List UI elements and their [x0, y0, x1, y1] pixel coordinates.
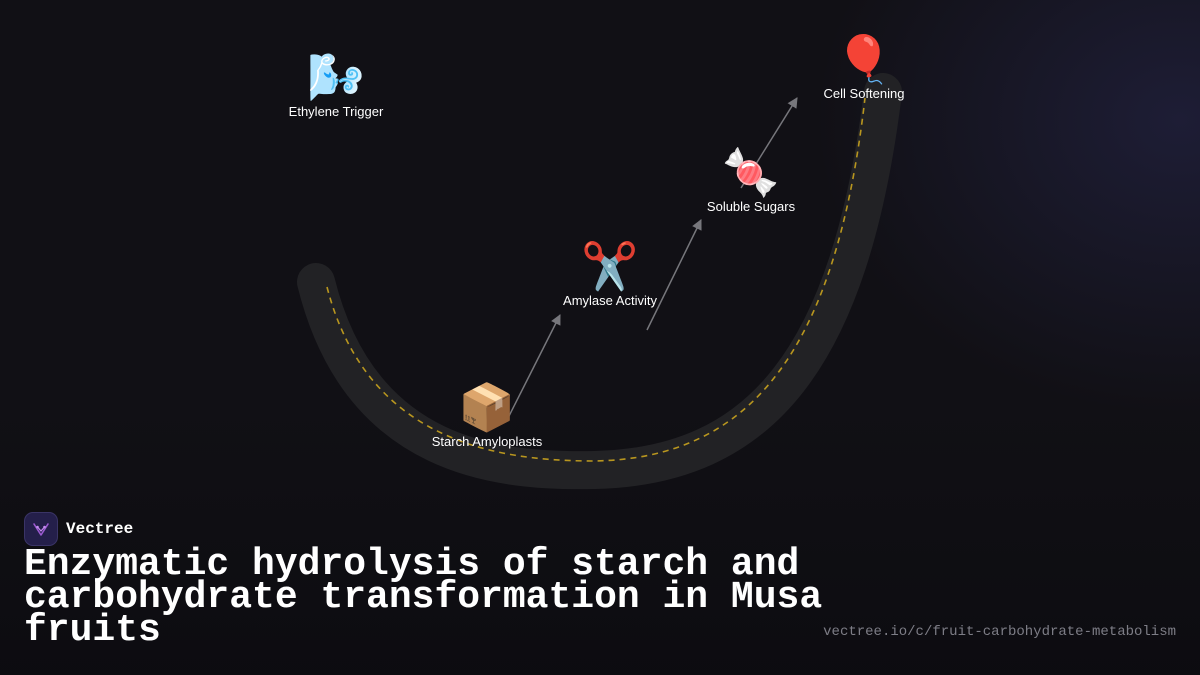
vectree-logo-icon [24, 512, 58, 546]
node-ethylene-trigger: 🌬️ Ethylene Trigger [289, 50, 384, 119]
node-amylase-activity: ✂️ Amylase Activity [563, 239, 657, 308]
road-curve [297, 73, 902, 490]
node-label: Starch Amyloplasts [431, 434, 543, 449]
scissors-icon: ✂️ [581, 239, 639, 293]
node-label: Ethylene Trigger [288, 104, 384, 119]
balloon-icon: 🎈 [835, 32, 893, 86]
source-url: vectree.io/c/fruit-carbohydrate-metaboli… [823, 624, 1176, 640]
arrow-starch-to-amylase [506, 314, 561, 421]
arrow-amylase-to-sugars [646, 219, 702, 331]
arrow-sugars-to-cell [740, 97, 798, 189]
node-label: Cell Softening [823, 86, 905, 101]
brand-name: Vectree [66, 520, 134, 538]
page-title: Enzymatic hydrolysis of starch and carbo… [24, 543, 823, 652]
node-label: Amylase Activity [563, 293, 657, 308]
node-label: Soluble Sugars [706, 199, 796, 214]
road-center-dash [326, 97, 866, 462]
package-icon: 📦 [458, 380, 516, 434]
wind-face-icon: 🌬️ [307, 50, 365, 104]
node-cell-softening: 🎈 Cell Softening [824, 32, 905, 101]
brand: Vectree [24, 512, 133, 546]
node-starch-amyloplasts: 📦 Starch Amyloplasts [432, 380, 543, 449]
node-soluble-sugars: 🍬 Soluble Sugars [707, 145, 795, 214]
candy-icon: 🍬 [722, 145, 780, 199]
